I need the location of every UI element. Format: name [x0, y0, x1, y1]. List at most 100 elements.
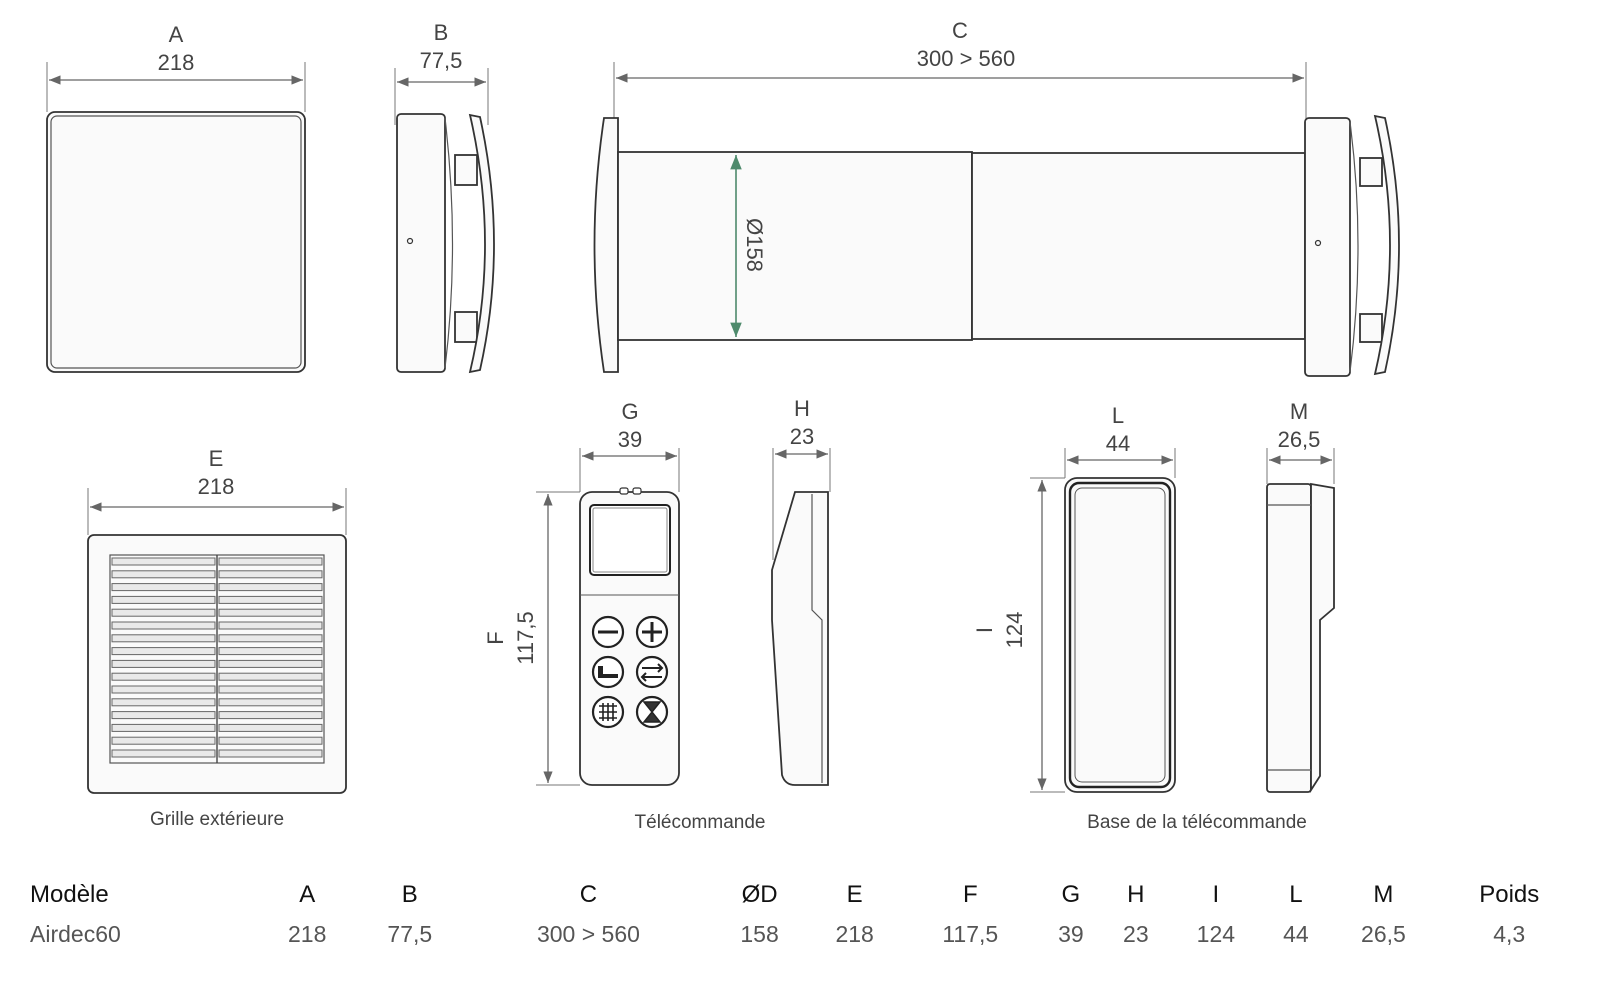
dimension-value-h: 23 [790, 424, 814, 449]
dimension-value-l: 44 [1106, 431, 1130, 456]
dimension-value-i: 124 [1002, 612, 1027, 649]
dimension-value-d: Ø158 [742, 218, 767, 272]
table-cell: 124 [1196, 920, 1236, 947]
grille-slat [218, 621, 323, 630]
table-header: E [846, 881, 863, 908]
grille-slats [111, 557, 323, 758]
grille-slat [111, 595, 216, 604]
grille-slat [218, 595, 323, 604]
grille-slat [111, 583, 216, 592]
table-cell: 158 [740, 920, 779, 947]
remote-front-view: G 39 F 117,5 Télécommande [483, 399, 765, 833]
grille-slat [111, 672, 216, 681]
remote-minus-icon [591, 615, 625, 649]
table-header: G [1061, 881, 1081, 908]
grille-slat [218, 711, 323, 720]
grille-slat [111, 723, 216, 732]
dimension-value-m: 26,5 [1278, 427, 1321, 452]
specification-table: Modèle A B C ØD E F G H I L M Poids Aird… [20, 880, 1580, 952]
grille-slat [111, 685, 216, 694]
grille-slat [218, 723, 323, 732]
grille-slat [111, 749, 216, 758]
grille-slat [111, 608, 216, 617]
table-header: F [962, 881, 978, 908]
grille-slat [111, 659, 216, 668]
table-cell: Airdec60 [30, 920, 121, 947]
tube-assembly-view: C 300 > 560 Ø158 [593, 18, 1400, 377]
table-cell: 300 > 560 [536, 920, 640, 947]
table-cell: 4,3 [1493, 920, 1526, 947]
grille-slat [218, 583, 323, 592]
table-header: C [579, 881, 598, 908]
grille-slat [111, 570, 216, 579]
front-cover-inner-edge [50, 115, 302, 369]
grille-slat [218, 634, 323, 643]
table-header-row: Modèle A B C ØD E F G H I L M Poids [20, 880, 1580, 916]
dimension-value-g: 39 [618, 427, 642, 452]
caption-grille: Grille extérieure [150, 809, 284, 830]
remote-swap-arrows-icon [635, 655, 669, 689]
table-header: A [299, 881, 316, 908]
cover-side-curve [444, 117, 454, 369]
tube-right-housing [1304, 117, 1351, 377]
front-cover-panel [46, 111, 306, 373]
dimension-letter-a: A [169, 22, 184, 47]
remote-side-edge [811, 494, 823, 783]
dimension-letter-g: G [621, 399, 638, 424]
table-cell: 39 [1058, 920, 1084, 947]
table-header: L [1289, 881, 1303, 908]
remote-led-left [619, 487, 629, 495]
dimension-letter-i: I [972, 627, 997, 633]
grille-slat [111, 621, 216, 630]
cover-side-view: B 77,5 [394, 20, 495, 374]
remote-power-plug-icon [591, 655, 625, 689]
dimension-letter-e: E [209, 446, 224, 471]
tube-right-clip-bottom [1359, 313, 1383, 343]
grille-slat [218, 557, 323, 566]
grille-slat [218, 570, 323, 579]
base-recess [1074, 487, 1166, 783]
base-inner-rim [1068, 481, 1172, 789]
table-cell: 44 [1283, 920, 1309, 947]
tube-left-flange [593, 117, 619, 373]
dimension-letter-b: B [434, 20, 449, 45]
dimension-value-f: 117,5 [513, 611, 538, 664]
table-header: ØD [741, 881, 778, 908]
grille-slat [111, 557, 216, 566]
table-header: M [1373, 881, 1394, 908]
grille-slat [218, 685, 323, 694]
dimension-value-c: 300 > 560 [917, 46, 1015, 71]
dimension-letter-c: C [952, 18, 968, 43]
front-cover-view: A 218 [46, 22, 306, 373]
caption-remote: Télécommande [635, 812, 766, 833]
grille-slat [218, 672, 323, 681]
dimension-value-b: 77,5 [420, 48, 463, 73]
table-cell: 77,5 [387, 920, 433, 947]
grille-slat [111, 698, 216, 707]
grille-slat [111, 711, 216, 720]
table-cell: 218 [288, 920, 327, 947]
tube-outer-segment [971, 152, 1306, 340]
table-row: Airdec60 218 77,5 300 > 560 158 218 117,… [20, 916, 1580, 952]
base-side-lip [1310, 482, 1335, 794]
dimension-letter-l: L [1112, 403, 1124, 428]
remote-screen-inner [592, 507, 668, 573]
grille-slat [218, 698, 323, 707]
cover-side-clip-top [454, 154, 478, 186]
remote-grid-icon [591, 695, 625, 729]
base-side-body [1266, 483, 1312, 793]
tube-inner-segment [617, 151, 973, 341]
remote-base-front-view: L 44 I 124 Base de la télécommande [972, 403, 1307, 833]
grille-slat [218, 608, 323, 617]
grille-slat [218, 659, 323, 668]
dimension-letter-h: H [794, 396, 810, 421]
table-cell: 26,5 [1361, 920, 1406, 947]
remote-side-body [771, 491, 829, 786]
cover-side-front-plate [468, 113, 495, 374]
cover-side-body [396, 113, 446, 373]
table-header: I [1212, 881, 1220, 908]
grille-slat [218, 749, 323, 758]
tube-right-screw [1314, 239, 1322, 247]
table-header: H [1127, 881, 1145, 908]
grille-slat [218, 736, 323, 745]
